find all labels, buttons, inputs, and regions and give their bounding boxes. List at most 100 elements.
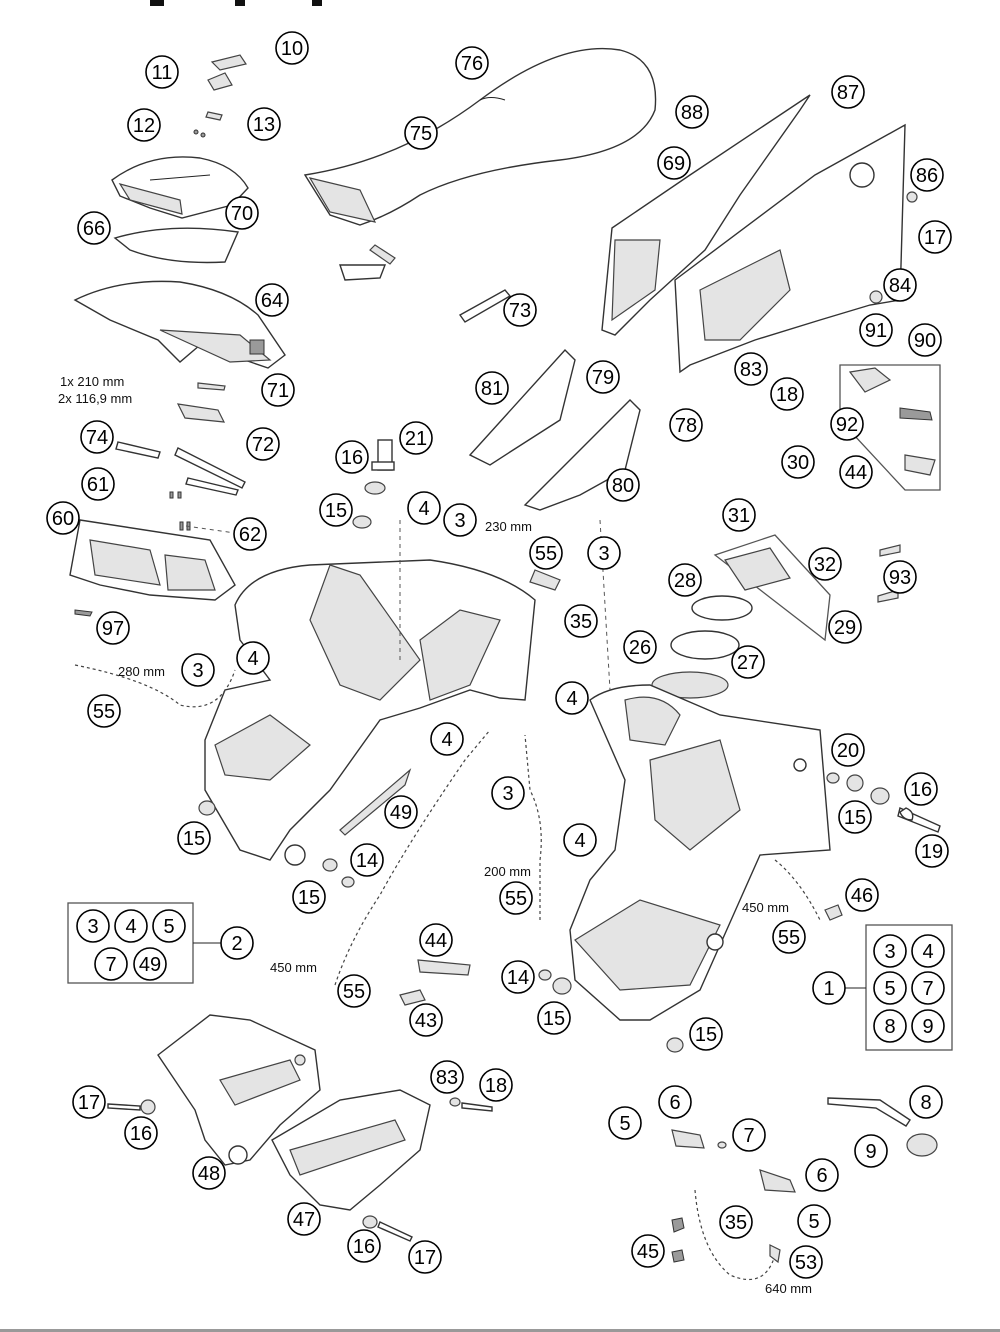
callout-circle [347,1229,381,1263]
callout-circle [904,772,938,806]
measurement-640: 640 mm [765,1281,812,1296]
callout-4: 4 [430,722,464,756]
callout-number: 44 [425,930,447,952]
callout-90: 90 [908,323,942,357]
callout-number: 55 [93,701,115,723]
seat-75 [303,47,657,226]
callout-number: 45 [637,1241,659,1263]
callout-number: 19 [921,841,943,863]
callout-number: 47 [293,1209,315,1231]
callout-15: 15 [689,1017,723,1051]
callout-number: 55 [343,981,365,1003]
callout-17: 17 [408,1240,442,1274]
callout-55: 55 [87,694,121,728]
callout-number: 5 [619,1113,630,1135]
callout-circle [805,1158,839,1192]
callout-number: 18 [485,1075,507,1097]
callout-71: 71 [261,373,295,407]
callout-circle [845,878,879,912]
callout-86: 86 [910,158,944,192]
callout-92: 92 [830,407,864,441]
callout-number: 3 [502,783,513,805]
callout-number: 7 [922,978,933,1000]
callout-46: 46 [845,878,879,912]
callout-number: 15 [543,1008,565,1030]
callout-73: 73 [503,293,537,327]
callout-number: 55 [505,888,527,910]
callout-number: 4 [125,916,136,938]
callout-28: 28 [668,563,702,597]
callout-8: 8 [873,1009,907,1043]
measurement-labels: 1x 210 mm 2x 116,9 mm 230 mm 280 mm 200 … [58,374,812,1296]
callout-number: 46 [851,885,873,907]
gasket-66 [113,227,240,264]
callout-83: 83 [430,1060,464,1094]
bolt-and-bracket-71-72 [176,382,226,423]
callout-number: 93 [889,567,911,589]
callout-circle [734,352,768,386]
callout-4: 4 [563,823,597,857]
callout-16: 16 [124,1116,158,1150]
callout-3: 3 [587,536,621,570]
callout-circle [80,420,114,454]
callout-9: 9 [911,1009,945,1043]
callout-number: 44 [845,462,867,484]
callout-circle [350,843,384,877]
callout-number: 5 [808,1211,819,1233]
callout-circle [770,377,804,411]
callout-circle [586,360,620,394]
callout-circle [152,909,186,943]
callout-number: 15 [183,828,205,850]
callout-number: 8 [884,1016,895,1038]
callout-5: 5 [873,971,907,1005]
callout-64: 64 [255,283,289,317]
callout-circle [233,517,267,551]
callout-number: 10 [281,38,303,60]
callout-circle [177,821,211,855]
callout-number: 15 [298,887,320,909]
callout-circle [911,971,945,1005]
callout-75: 75 [404,116,438,150]
callout-number: 9 [865,1141,876,1163]
callout-16: 16 [335,440,369,474]
callout-circle [236,641,270,675]
callout-circle [479,1068,513,1102]
ignition-switch-90 [839,364,941,491]
callout-circle [555,681,589,715]
callout-31: 31 [722,498,756,532]
callout-55: 55 [772,920,806,954]
callout-circle [772,920,806,954]
callout-4: 4 [236,641,270,675]
callout-circle [873,1009,907,1043]
hoses-55 [74,519,821,1281]
callout-circle [247,107,281,141]
mounting-hardware [198,439,941,1053]
callout-72: 72 [246,427,280,461]
callout-55: 55 [499,881,533,915]
callout-circle [873,934,907,968]
callout-84: 84 [883,268,917,302]
callout-number: 12 [133,115,155,137]
callout-circle [839,455,873,489]
callout-circle [261,373,295,407]
callout-14: 14 [350,843,384,877]
callout-number: 15 [325,500,347,522]
callout-circle [181,653,215,687]
callout-circle [722,498,756,532]
lower-cover-48 [157,1014,321,1166]
fuel-tap-parts [671,1097,938,1264]
callout-circle [689,1017,723,1051]
callout-number: 16 [910,779,932,801]
callout-number: 17 [78,1092,100,1114]
callout-circle [911,1009,945,1043]
callout-circle [408,1240,442,1274]
callout-circle [731,645,765,679]
callout-number: 83 [436,1067,458,1089]
callout-17: 17 [918,220,952,254]
callout-16: 16 [904,772,938,806]
callout-47: 47 [287,1202,321,1236]
callout-4: 4 [555,681,589,715]
callout-circle [668,563,702,597]
callout-78: 78 [669,408,703,442]
callout-circle [275,31,309,65]
